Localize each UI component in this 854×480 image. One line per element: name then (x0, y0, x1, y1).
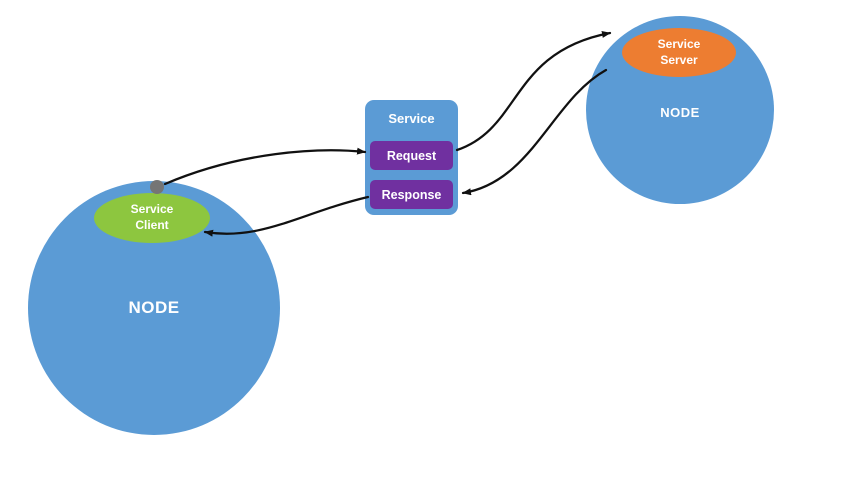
right-node-label: NODE (660, 105, 700, 120)
service-server-label: Service Server (657, 36, 701, 67)
arrow-client-to-request (163, 147, 367, 186)
service-client-ellipse: Service Client (94, 193, 210, 243)
service-box-title: Service (388, 111, 435, 126)
arrow-server-to-response (461, 68, 608, 196)
response-label: Response (381, 187, 442, 202)
service-client-label: Service Client (130, 202, 174, 232)
connection-dot (150, 180, 164, 194)
service-server-ellipse: Service Server (622, 28, 736, 77)
left-node-label: NODE (128, 298, 180, 317)
request-box: Request (370, 141, 453, 170)
request-label: Request (386, 148, 437, 163)
response-box: Response (370, 180, 453, 209)
